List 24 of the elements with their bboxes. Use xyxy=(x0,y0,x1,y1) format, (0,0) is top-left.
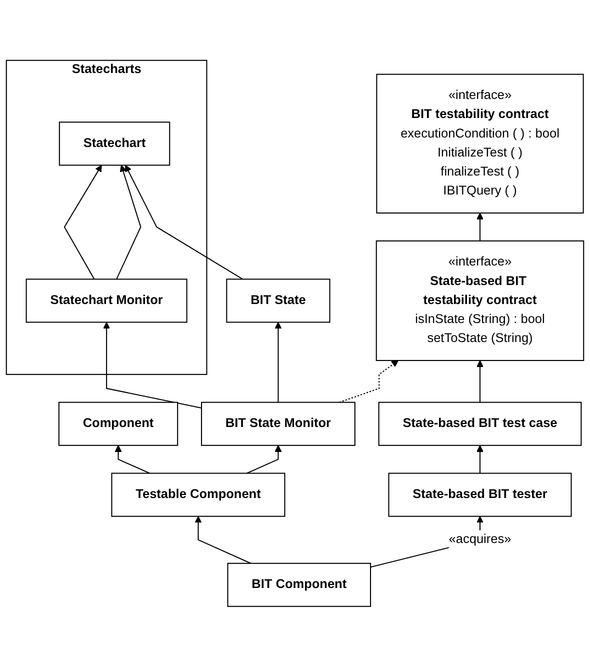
arrow xyxy=(116,165,142,280)
arrow xyxy=(274,322,282,402)
node-box: Statechart xyxy=(58,122,170,166)
arrow xyxy=(246,445,282,474)
arrow xyxy=(194,516,252,564)
node-box: Testable Component xyxy=(111,472,286,517)
node-box: «interface» State-based BIT testability contract isInState (String) : bool setToState (String) xyxy=(376,240,584,362)
node-box: BIT Component xyxy=(227,562,372,608)
arrow xyxy=(476,360,484,402)
node-box: State-based BIT test case xyxy=(378,402,582,446)
arrow xyxy=(476,445,484,474)
node-box: BIT State xyxy=(226,278,330,323)
arrow xyxy=(64,165,102,280)
edge-label: «acquires» xyxy=(448,532,512,546)
node-box: BIT State Monitor xyxy=(201,402,356,446)
node-box: «interface» BIT testability contract executionCondition ( ) : bool InitializeTest ( ) finalizeTest ( ) IBITQuery ( ) xyxy=(376,74,584,214)
node-box: State-based BIT tester xyxy=(388,472,572,517)
arrow xyxy=(114,445,150,474)
node-box: Statechart Monitor xyxy=(26,278,188,323)
arrow xyxy=(476,212,484,242)
arrow xyxy=(339,360,398,403)
arrow xyxy=(125,165,243,280)
node-box: Component xyxy=(58,402,178,446)
arrow xyxy=(103,322,202,409)
